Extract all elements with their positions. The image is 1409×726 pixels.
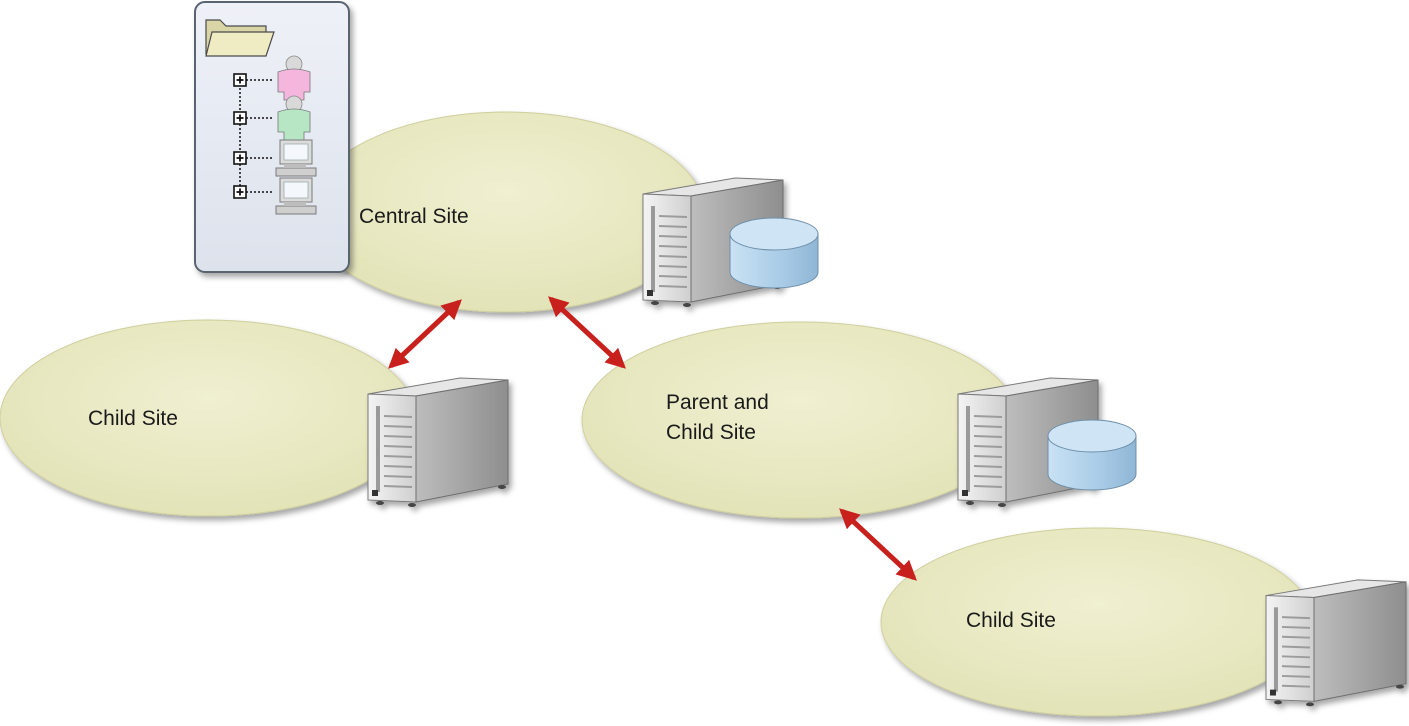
expand-box-icon (233, 111, 247, 125)
child-site-bottom-ellipse (880, 527, 1314, 717)
computer-icon (275, 177, 317, 215)
arrow-parent-child-to-child-bottom (839, 508, 917, 581)
arrow-central-to-parent-child (548, 296, 626, 369)
child-site-left-ellipse (0, 319, 417, 517)
parent-child-site-label-line2: Child Site (666, 421, 756, 444)
hierarchy-panel (194, 1, 350, 273)
parent-child-database-icon (1047, 419, 1137, 491)
child-bottom-server-icon (1265, 578, 1407, 708)
central-site-label: Central Site (359, 205, 469, 228)
parent-child-site-label-line1: Parent and (666, 391, 769, 414)
child-site-bottom-label: Child Site (966, 609, 1056, 632)
central-database-icon (729, 217, 819, 289)
folder-icon (205, 19, 275, 57)
child-site-left-label: Child Site (88, 407, 178, 430)
expand-box-icon (233, 151, 247, 165)
child-left-server-icon (367, 377, 509, 508)
expand-box-icon (233, 73, 247, 87)
parent-child-site-label: Parent and Child Site (666, 388, 769, 448)
parent-child-site-ellipse (581, 321, 1019, 519)
expand-box-icon (233, 185, 247, 199)
arrow-central-to-child-left (388, 299, 462, 369)
computer-icon (275, 139, 317, 177)
